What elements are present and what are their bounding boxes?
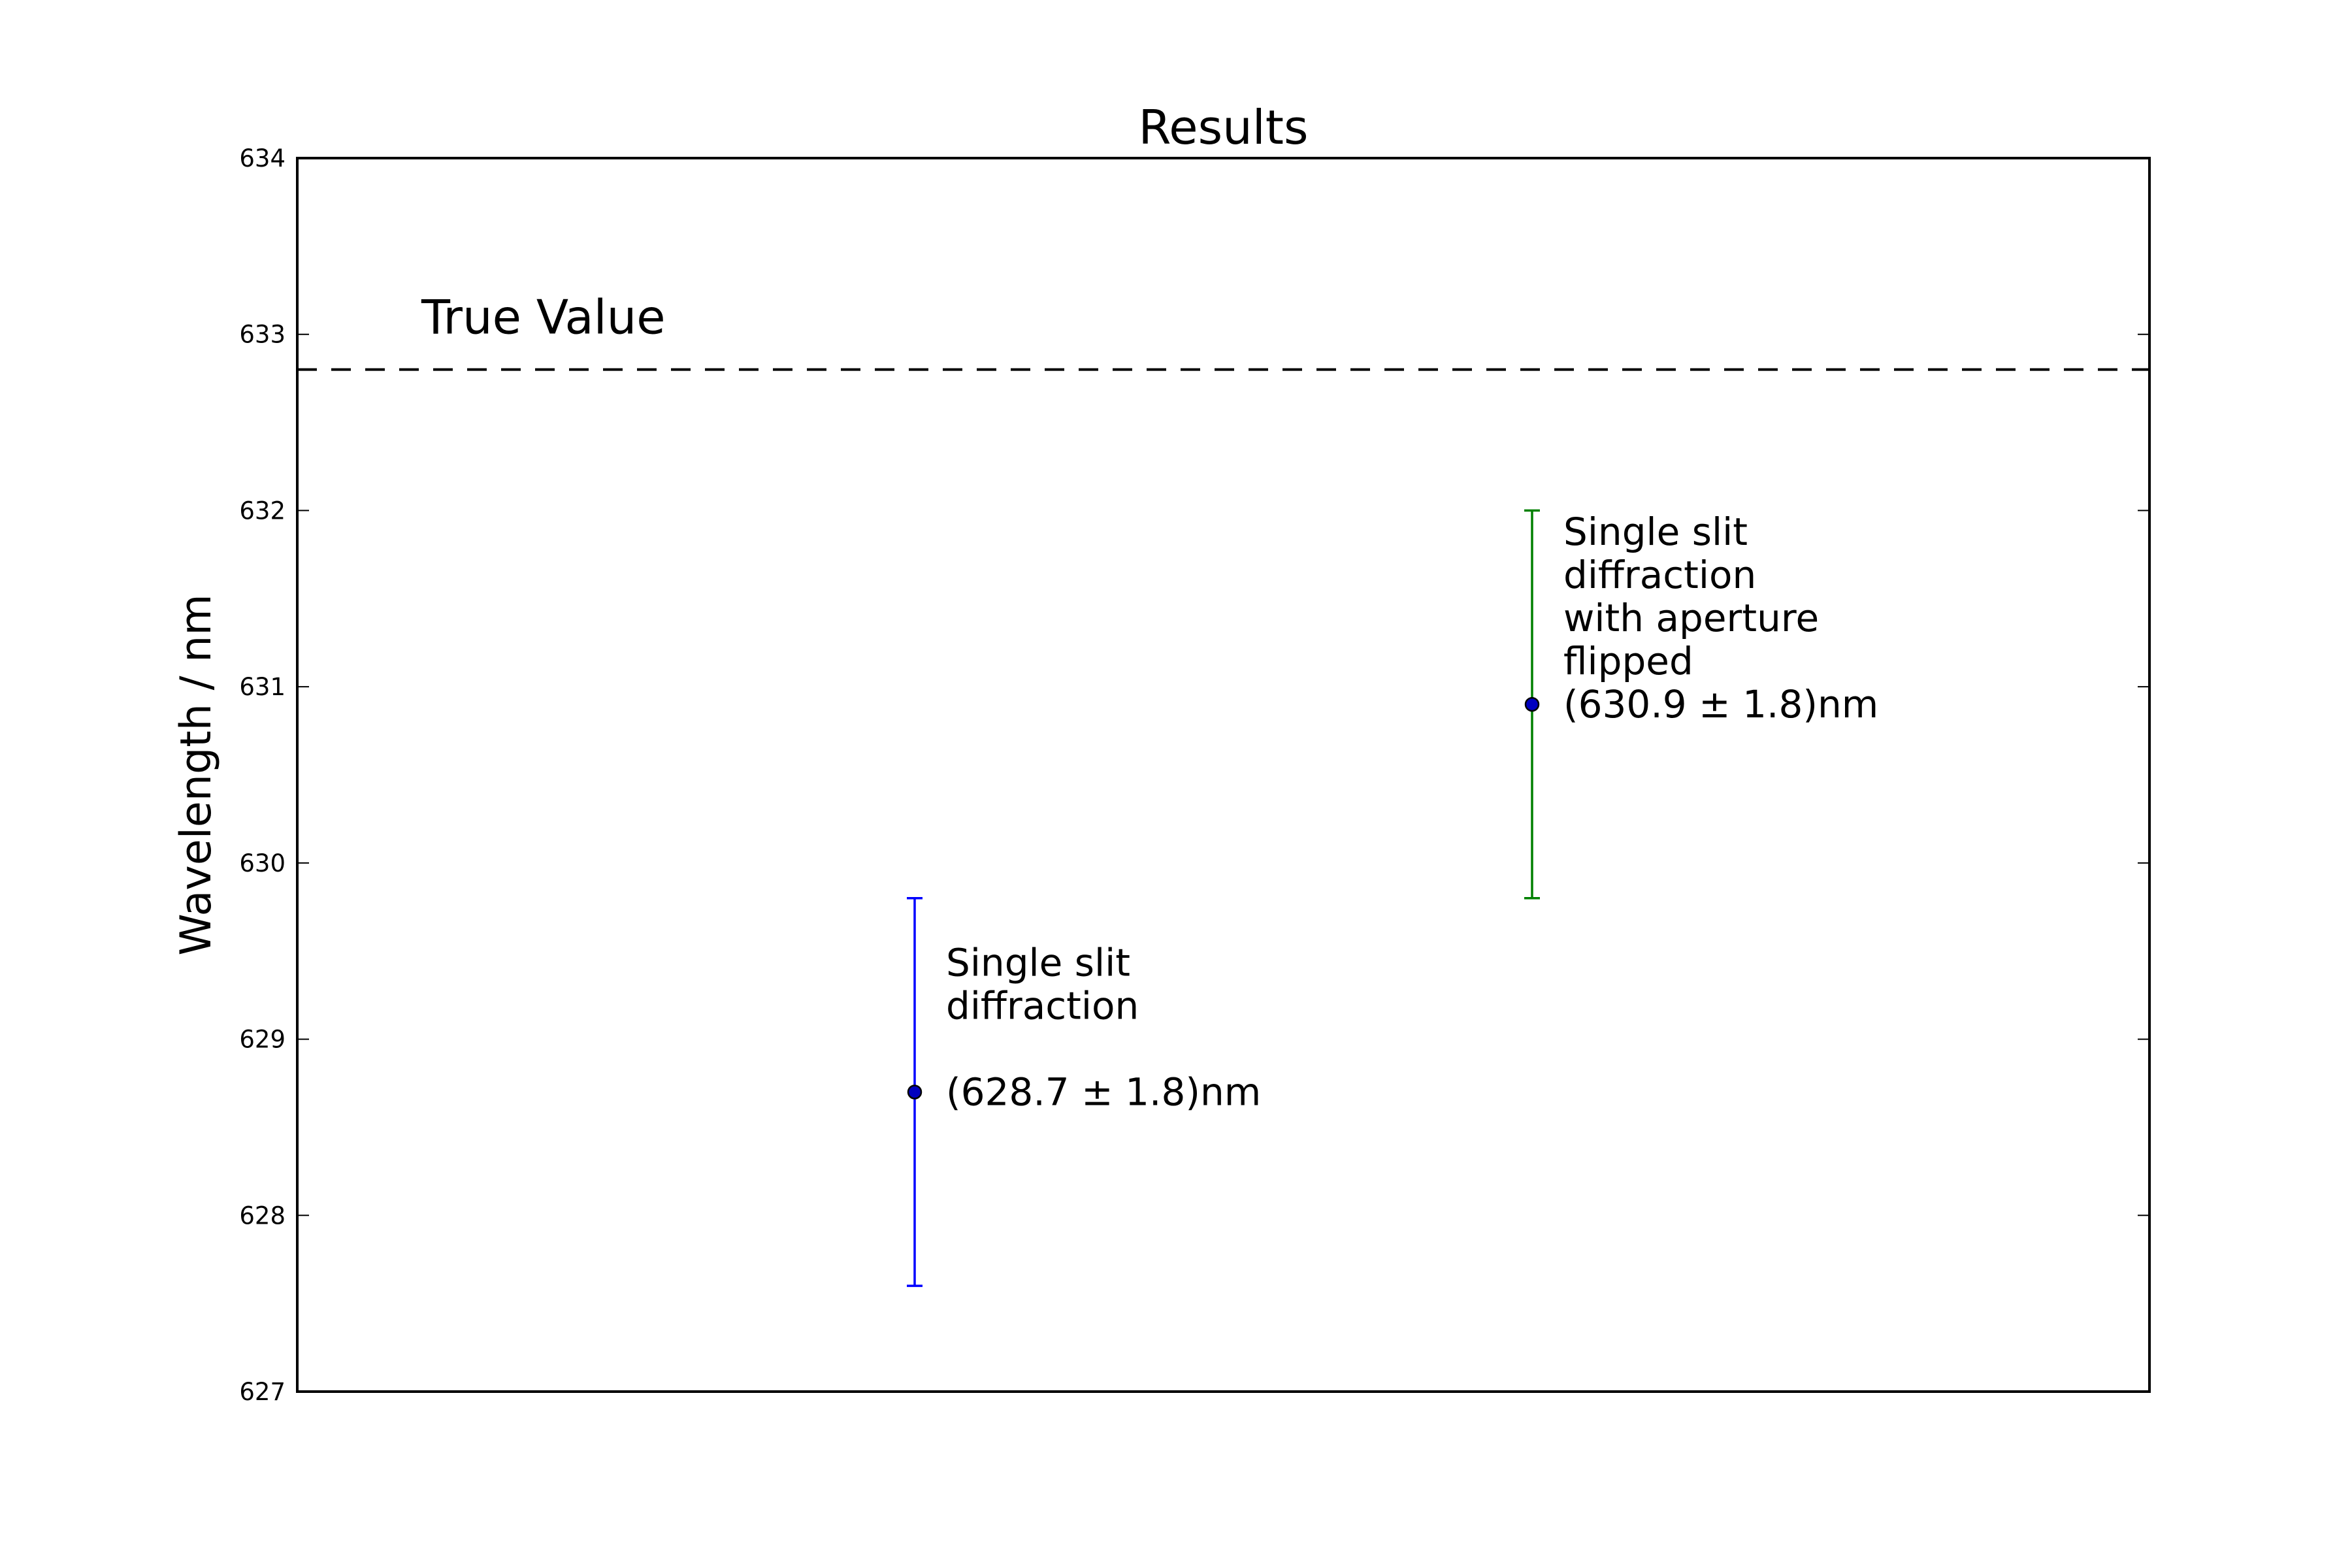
plot-area-frame	[296, 157, 2151, 1393]
y-tick-label: 628	[239, 1201, 286, 1230]
chart-title: Results	[1139, 100, 1309, 155]
data-point	[1524, 696, 1540, 712]
y-tick-label: 629	[239, 1026, 286, 1054]
annotation-line: diffraction	[1563, 553, 1756, 597]
annotation-line: Single slit	[946, 940, 1130, 985]
data-point	[907, 1085, 923, 1100]
y-axis-label: Wavelength / nm	[172, 594, 221, 955]
y-tick-label: 633	[239, 321, 286, 349]
annotation-line	[946, 1026, 958, 1071]
annotation-line: diffraction	[946, 983, 1139, 1028]
annotation-line: (630.9 ± 1.8)nm	[1563, 682, 1878, 727]
reference-line-group: True Value	[297, 290, 2149, 371]
true-value-label: True Value	[421, 290, 666, 345]
y-axis-ticks: 627 628 629 630 631 632 633 634	[239, 144, 2149, 1406]
y-tick-label: 630	[239, 849, 286, 877]
y-tick-label: 627	[239, 1378, 286, 1406]
annotation-line: (628.7 ± 1.8)nm	[946, 1070, 1261, 1114]
y-tick-label: 634	[239, 144, 286, 172]
annotation-line: with aperture	[1563, 596, 1819, 640]
y-tick-label: 632	[239, 497, 286, 525]
y-tick-label: 631	[239, 673, 286, 701]
annotation-line: flipped	[1563, 639, 1693, 683]
annotation-line: Single slit	[1563, 510, 1748, 554]
